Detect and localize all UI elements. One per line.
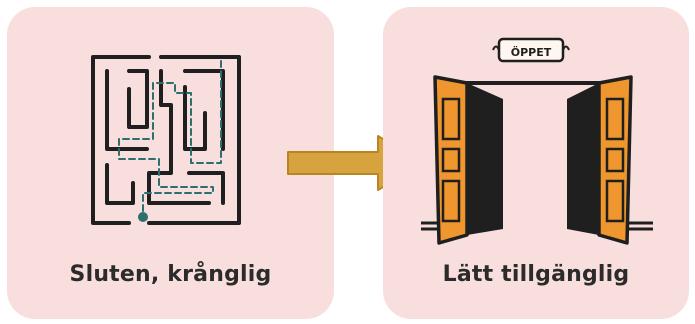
right-door [567, 75, 633, 245]
maze-start-dot [138, 212, 148, 222]
panel-closed: Sluten, krånglig [7, 7, 334, 319]
open-doors-icon: ÖPPET [421, 37, 653, 245]
panel-label-closed: Sluten, krånglig [69, 262, 272, 287]
maze-icon [91, 55, 241, 225]
panel-open: ÖPPET Lätt tillgänglig [383, 7, 689, 319]
left-door [433, 75, 503, 245]
open-sign-text: ÖPPET [511, 45, 552, 59]
panel-label-open: Lätt tillgänglig [442, 262, 630, 287]
